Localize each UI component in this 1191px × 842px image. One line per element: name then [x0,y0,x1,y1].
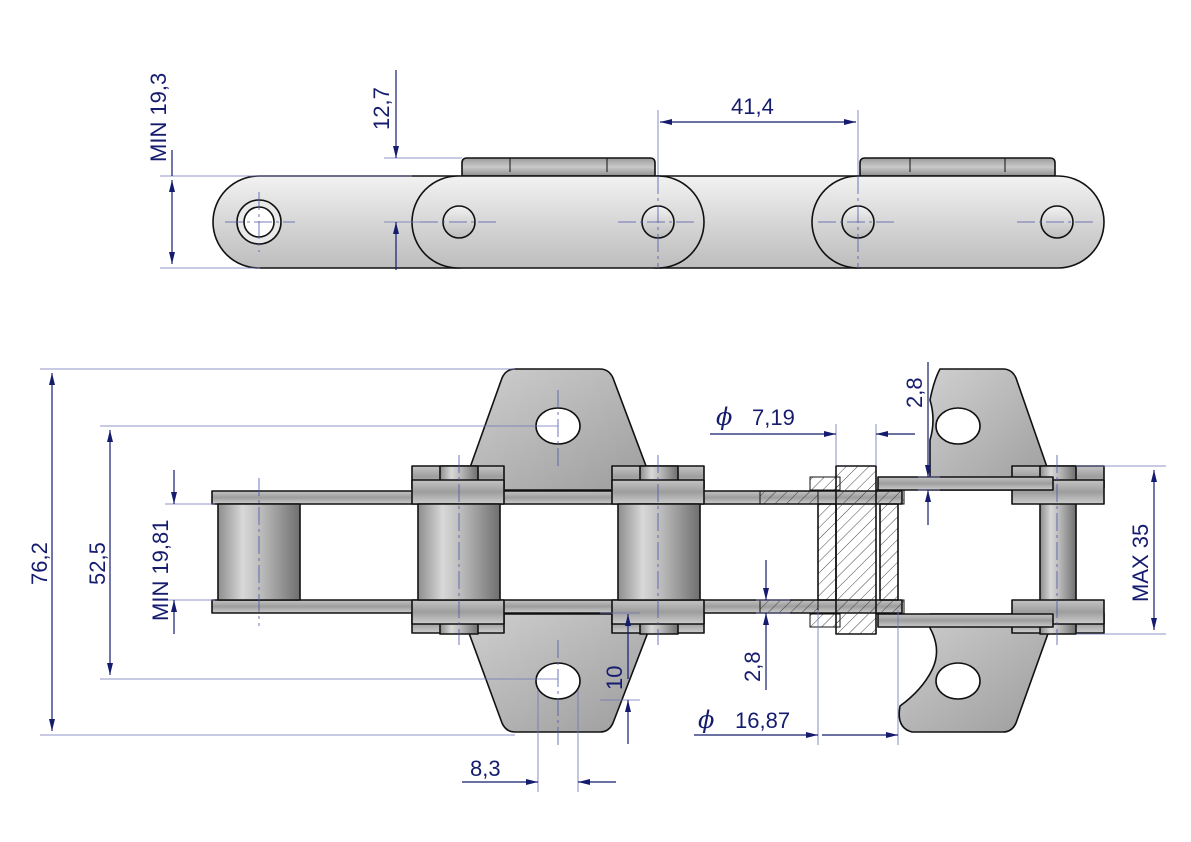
dim-hole-offset: 10 [602,666,627,690]
plan-view-dimensions: 76,2 52,5 MIN 19,81 2,8 ϕ 7,19 2,8 [27,362,1166,792]
dim-plate-thickness-top: 2,8 [902,377,927,408]
dim-inner-width: MIN 19,81 [148,520,173,622]
attachment-tab-right [859,157,1056,177]
upper-wing-right [929,368,1056,491]
roller [617,503,701,601]
dim-roller-symbol: ϕ [698,706,714,734]
dim-slot-width: 8,3 [470,756,501,781]
cross-section [759,465,905,635]
dim-overall-width: 76,2 [27,542,52,585]
pin-section [835,465,877,635]
dim-hole-spacing: 52,5 [85,542,110,585]
dim-plate-thickness-mid: 2,8 [740,651,765,682]
side-view [212,157,1105,269]
dim-max-width: MAX 35 [1128,524,1153,602]
plan-view [211,368,1105,745]
dim-roller-diameter: 16,87 [735,708,790,733]
attachment-tab-left [461,157,656,177]
dim-pitch: 41,4 [731,94,774,119]
dim-pin-symbol: ϕ [716,403,732,431]
dim-pin-diameter: 7,19 [752,405,795,430]
outer-link-right [811,175,1105,269]
dim-plate-offset: 12,7 [369,87,394,130]
side-view-dimensions: MIN 19,3 12,7 41,4 [146,70,859,270]
dim-min-height: MIN 19,3 [146,73,171,162]
